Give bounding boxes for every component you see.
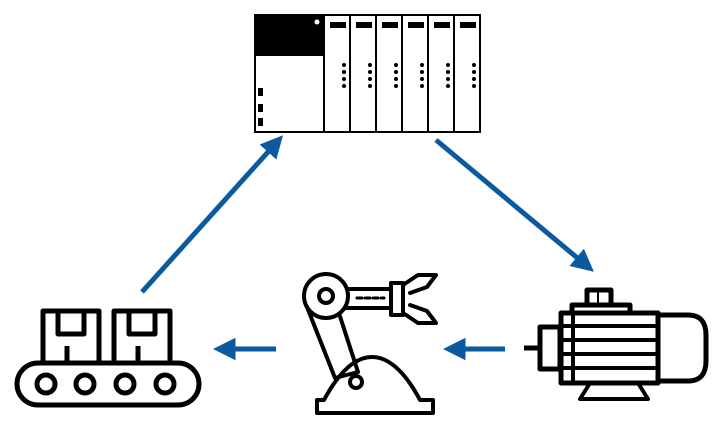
arrow-conveyor-to-plc [140, 135, 284, 294]
conveyor-belt-boxes-icon [14, 308, 202, 408]
electric-motor-icon [524, 287, 709, 401]
io-modules [323, 14, 481, 133]
module-indicators [330, 22, 476, 88]
flow-arrows [140, 135, 594, 361]
robotic-arm-icon [302, 272, 438, 415]
box-right [111, 308, 173, 366]
plc-rack-icon [254, 14, 481, 133]
box-left [40, 308, 102, 366]
arrow-plc-to-motor [434, 138, 594, 272]
